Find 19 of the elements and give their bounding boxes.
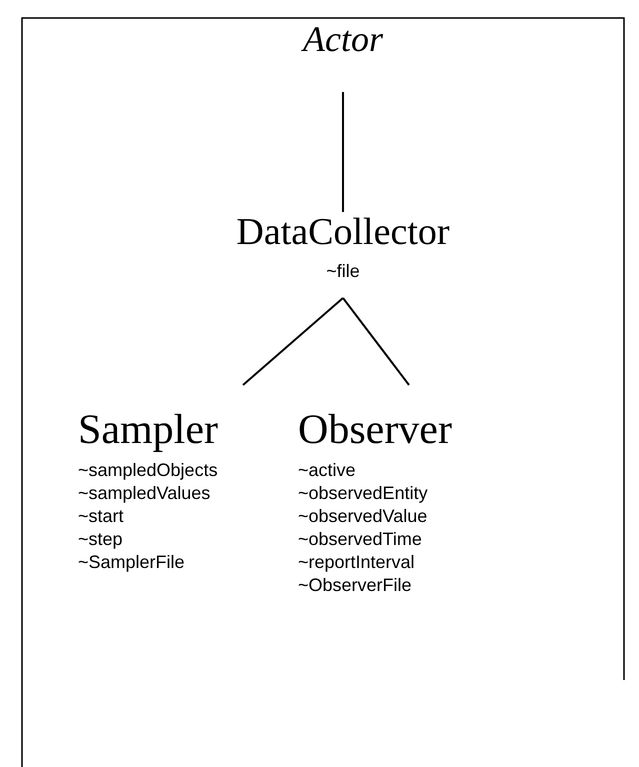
attribute-text: ~file <box>325 260 361 283</box>
attribute-text: ~ObserverFile <box>298 574 413 598</box>
attribute-text: ~step <box>78 528 124 552</box>
attribute-text: ~observedTime <box>298 528 423 552</box>
connector-line <box>342 92 344 212</box>
attribute-text: ~SamplerFile <box>78 551 186 574</box>
attribute-text: ~reportInterval <box>298 551 416 574</box>
class-name: DataCollector <box>235 212 451 254</box>
attribute-text: ~start <box>78 505 125 528</box>
connector-line <box>342 297 410 386</box>
class-name: Sampler <box>78 407 219 454</box>
connector-line <box>242 297 344 386</box>
attribute-text: ~sampledObjects <box>78 459 219 482</box>
attribute-text: ~active <box>298 459 357 482</box>
class-name: Actor <box>300 20 384 60</box>
class-name: Observer <box>298 407 453 454</box>
attribute-text: ~observedEntity <box>298 482 429 506</box>
attribute-text: ~observedValue <box>298 505 428 528</box>
attribute-text: ~sampledValues <box>78 482 212 506</box>
